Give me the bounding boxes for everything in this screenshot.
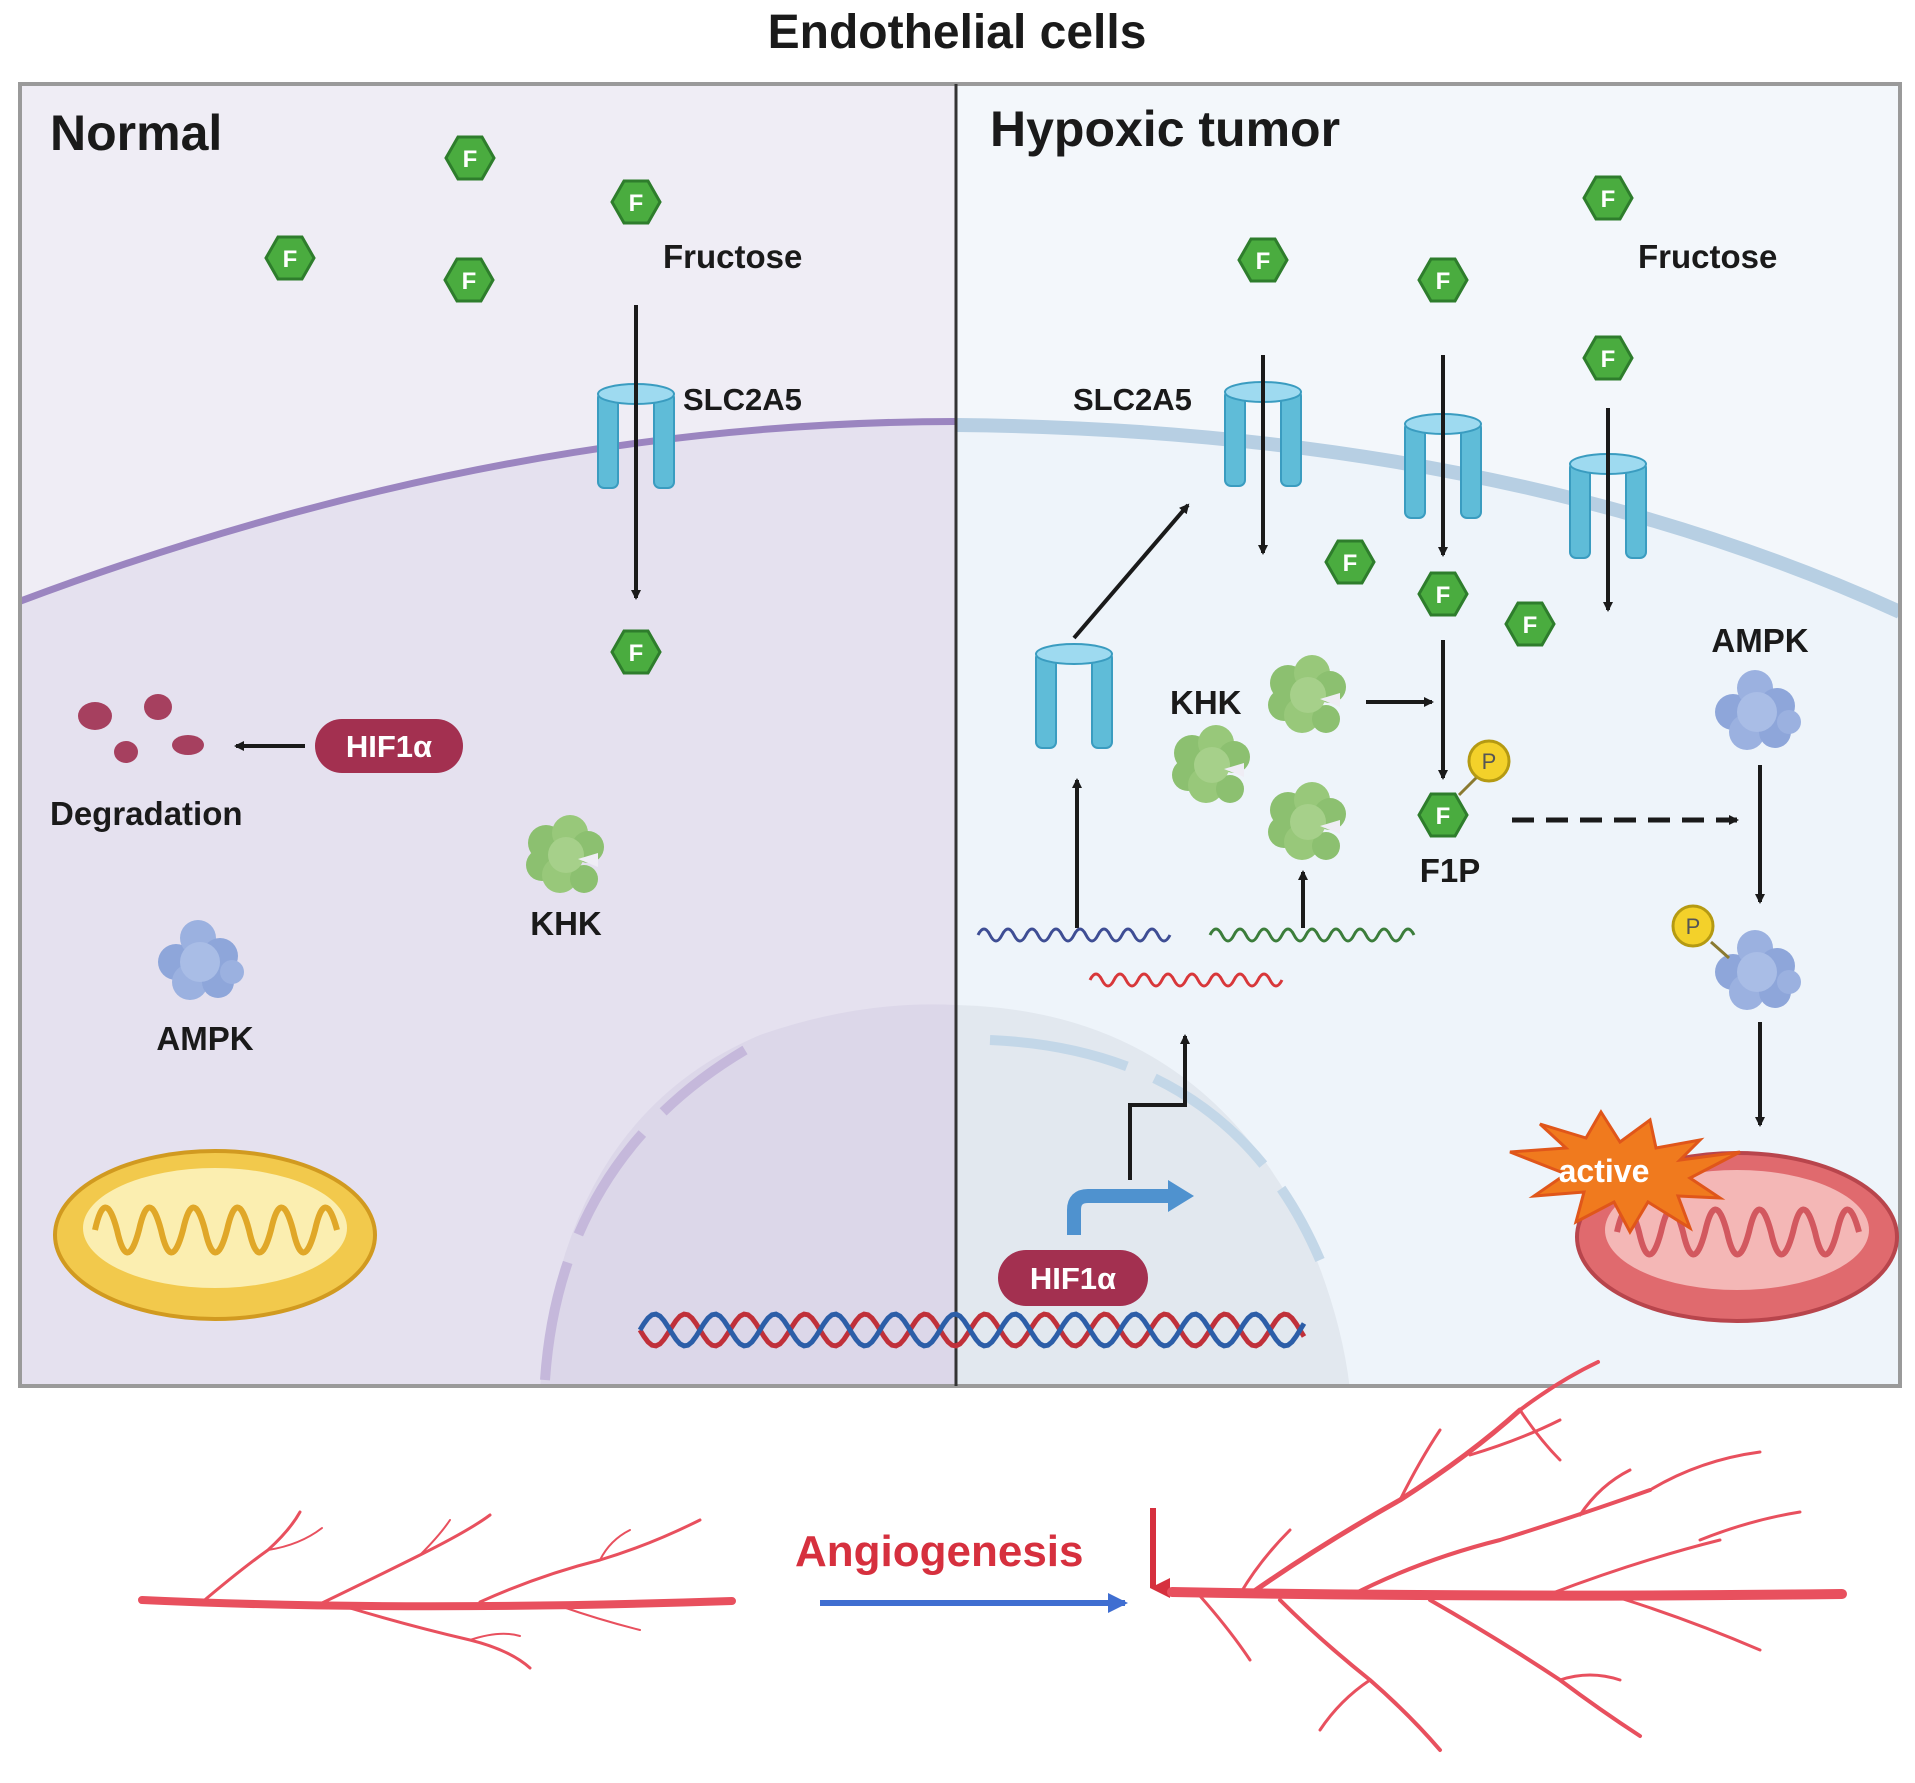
fructose-molecule: F <box>1582 335 1634 381</box>
transcription-output-arrow <box>1128 1034 1190 1180</box>
svg-text:P: P <box>1686 914 1701 939</box>
f1p-label: F1P <box>1420 852 1481 889</box>
fructose-molecule: F <box>610 629 662 675</box>
fructose-molecule: F <box>444 135 496 181</box>
transcription-start-arrowhead <box>1168 1180 1194 1212</box>
hif-target-mrna <box>1088 972 1284 988</box>
panel-frame <box>18 82 1902 1388</box>
normal-ampk-label: AMPK <box>156 1020 253 1057</box>
tumor-vessel <box>1167 1360 1847 1752</box>
hif1a-badge: HIF1α <box>315 719 463 773</box>
fructose-molecule: F <box>1417 257 1469 303</box>
fructose-molecule: F <box>1237 237 1289 283</box>
svg-text:F: F <box>283 246 298 273</box>
svg-text:F: F <box>1601 346 1616 373</box>
svg-text:F: F <box>1436 803 1451 830</box>
hypoxic-slc2a5-label: SLC2A5 <box>1073 382 1192 417</box>
transporter-trafficking-arrow <box>1072 503 1190 640</box>
svg-text:active: active <box>1559 1153 1650 1189</box>
dna-helix <box>637 1311 1307 1349</box>
svg-text:HIF1α: HIF1α <box>1030 1261 1116 1296</box>
angiogenesis-label: Angiogenesis <box>795 1527 1084 1576</box>
khk-mrna <box>1208 927 1416 943</box>
svg-text:F: F <box>629 640 644 667</box>
fructose-molecule: F <box>264 235 316 281</box>
normal-heading: Normal <box>50 105 222 161</box>
fructose-molecule: F <box>610 179 662 225</box>
normal-nucleus <box>540 1004 956 1386</box>
mitochondrion-normal <box>53 1149 377 1321</box>
hypoxic-khk-label: KHK <box>1170 684 1242 721</box>
svg-text:F: F <box>1436 582 1451 609</box>
hypoxic-ampk-label: AMPK <box>1711 622 1808 659</box>
svg-text:F: F <box>629 190 644 217</box>
svg-text:F: F <box>1523 612 1538 639</box>
fructose-molecule: F <box>443 257 495 303</box>
fructose-molecule: F <box>1417 571 1469 617</box>
phospho-ampk: P <box>1671 904 1801 1010</box>
fructose-molecule: F <box>1324 539 1376 585</box>
svg-text:F: F <box>1436 268 1451 295</box>
normal-vessel <box>138 1510 736 1670</box>
svg-text:F: F <box>463 146 478 173</box>
normal-slc2a5-label: SLC2A5 <box>683 382 802 417</box>
hypoxic-heading: Hypoxic tumor <box>990 101 1340 157</box>
svg-text:F: F <box>1601 186 1616 213</box>
f1p-molecule: F P <box>1417 739 1511 838</box>
slc2a5-mrna <box>976 927 1172 943</box>
svg-text:HIF1α: HIF1α <box>346 729 432 764</box>
active-burst: active <box>1509 1109 1741 1236</box>
svg-text:F: F <box>1256 248 1271 275</box>
degradation-label: Degradation <box>50 795 243 832</box>
fructose-molecule: F <box>1582 175 1634 221</box>
figure-title: Endothelial cells <box>768 6 1147 59</box>
svg-text:P: P <box>1482 749 1497 774</box>
hif1a-badge: HIF1α <box>998 1250 1148 1306</box>
svg-text:F: F <box>462 268 477 295</box>
degradation-fragments <box>78 694 204 763</box>
fructose-molecule: F <box>1504 601 1556 647</box>
transcription-start-arrow <box>1067 1189 1170 1235</box>
svg-text:F: F <box>1343 550 1358 577</box>
hypoxic-fructose-label: Fructose <box>1638 238 1777 275</box>
normal-fructose-label: Fructose <box>663 238 802 275</box>
normal-khk-label: KHK <box>530 905 602 942</box>
